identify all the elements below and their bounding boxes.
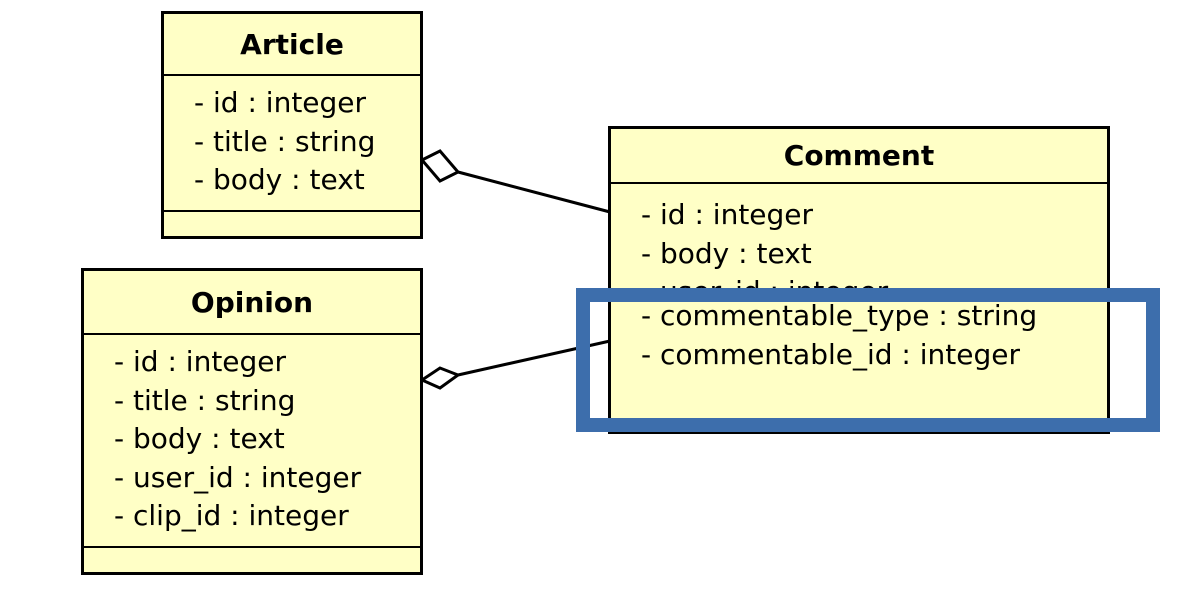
class-article: Article - id : integer - title : string … (161, 11, 423, 239)
class-opinion-name: Opinion (84, 271, 420, 335)
attribute: - title : string (194, 124, 376, 158)
attribute-highlighted: - commentable_id : integer (641, 337, 1020, 371)
attribute: - body : text (114, 422, 285, 455)
attribute: - user_id : integer (114, 460, 362, 494)
opinion-aggregation-diamond (418, 366, 462, 390)
attribute: - title : string (114, 383, 296, 417)
class-article-attributes: - id : integer - title : string - body :… (164, 76, 420, 212)
attribute-obscured: - user_id : integer (641, 273, 1107, 291)
attribute-highlighted: - commentable_type : string (641, 299, 1038, 333)
attribute: - body : text (194, 163, 365, 196)
article-aggregation-diamond (419, 149, 461, 183)
class-opinion-methods (84, 548, 420, 572)
attribute: - id : integer (114, 345, 287, 378)
attribute: - body : text (641, 236, 812, 270)
class-article-name: Article (164, 14, 420, 76)
attribute: - clip_id : integer (114, 499, 349, 532)
class-comment-name: Comment (611, 129, 1107, 185)
class-article-methods (164, 212, 420, 236)
attribute: - id : integer (194, 86, 367, 119)
class-opinion-attributes: - id : integer - title : string - body :… (84, 335, 420, 548)
article-comment-association (457, 170, 611, 214)
class-opinion: Opinion - id : integer - title : string … (81, 268, 423, 575)
highlight-box (576, 288, 1160, 432)
attribute: - id : integer (641, 198, 814, 232)
